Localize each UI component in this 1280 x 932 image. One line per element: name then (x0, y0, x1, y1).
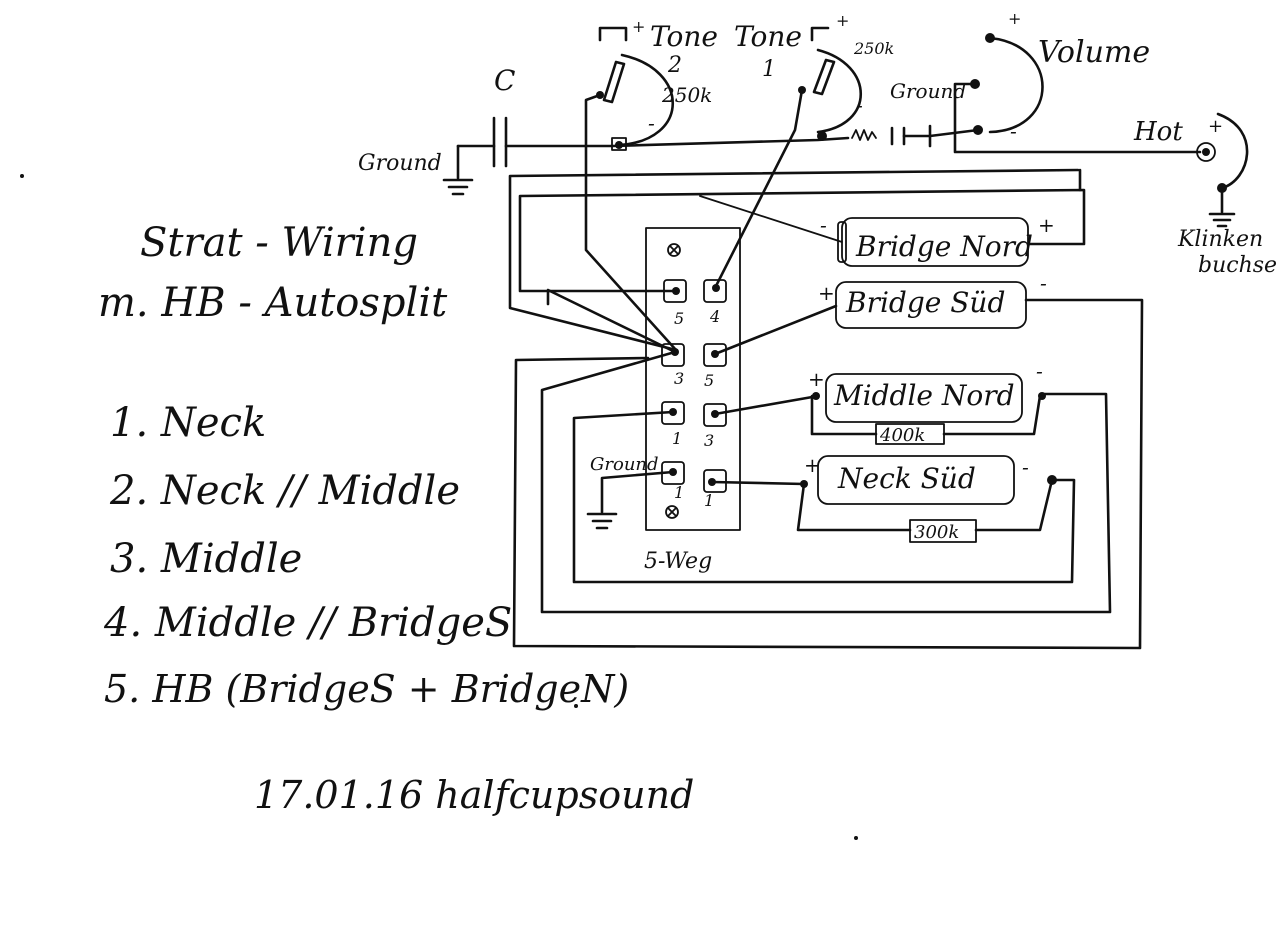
ground-symbol (442, 144, 474, 196)
plus-sign: + (804, 453, 821, 477)
middle-north-label: Middle Nord (833, 379, 1015, 412)
minus-sign: - (1022, 455, 1029, 479)
tone-2-pot (596, 26, 674, 151)
switch-lug-label: 4 (709, 307, 720, 326)
volume-label: Volume (1038, 35, 1150, 70)
switch-label: 5-Weg (644, 549, 712, 574)
tone-2-number: 2 (667, 53, 682, 78)
minus-sign: - (856, 93, 863, 117)
volume-pot (970, 33, 1044, 135)
tone-1-value: 250k (853, 39, 894, 58)
plus-sign: + (818, 281, 835, 305)
plus-sign: + (836, 11, 849, 30)
bridge-south-label: Bridge Süd (845, 286, 1005, 319)
minus-sign: - (820, 213, 827, 237)
switch-lug-label: 3 (674, 369, 684, 388)
capacitor-label: C (494, 64, 515, 97)
minus-sign: - (1036, 359, 1043, 383)
left-ground-label: Ground (358, 151, 442, 176)
plus-sign: + (1038, 213, 1055, 237)
switch-ground-label: Ground (590, 454, 659, 475)
tone-1-number: 1 (762, 57, 776, 82)
tone-2-label: Tone (650, 20, 718, 53)
volume-ground-label: Ground (890, 79, 966, 103)
footer-date: 17.01.16 halfcupsound (254, 773, 694, 817)
switch-lug-label: 5 (674, 309, 684, 328)
switch-lug-label: 1 (672, 429, 682, 448)
five-way-switch (645, 227, 741, 531)
plus-sign: + (1208, 116, 1223, 137)
plus-sign: + (808, 367, 825, 391)
jack-hot-label: Hot (1133, 117, 1183, 147)
output-jack (1196, 112, 1249, 228)
plus-sign: + (632, 17, 645, 36)
switch-lug-label: 1 (704, 491, 714, 510)
position-4: 4. Middle // BridgeS (103, 600, 512, 646)
position-3: 3. Middle (110, 536, 302, 582)
minus-sign: - (648, 111, 655, 135)
capacitor (492, 116, 508, 168)
neck-south-label: Neck Süd (837, 462, 976, 495)
position-5: 5. HB (BridgeS + BridgeN) (104, 667, 629, 711)
switch-lug-label: 1 (674, 483, 684, 502)
switch-lug-label: 3 (704, 431, 714, 450)
bridge-north-label: Bridge Nord (855, 230, 1033, 263)
minus-sign: - (1010, 119, 1017, 143)
resistor-400k-label: 400k (879, 425, 925, 446)
position-2: 2. Neck // Middle (109, 468, 460, 514)
middle-north-pickup (825, 373, 1023, 423)
resistor-300k-label: 300k (914, 522, 959, 543)
neck-south-pickup (817, 455, 1015, 505)
switch-lug-label: 5 (704, 371, 714, 390)
tone-2-value: 250k (661, 83, 712, 107)
plus-sign: + (1008, 9, 1021, 28)
position-1: 1. Neck (110, 400, 266, 446)
tone-1-pot (798, 26, 863, 141)
tone-1-label: Tone (734, 20, 802, 53)
minus-sign: - (1040, 271, 1047, 295)
jack-sleeve-label-1: Klinken (1177, 227, 1263, 252)
jack-sleeve-label-2: buchse (1198, 253, 1277, 278)
title-line-2: m. HB - Autosplit (98, 280, 448, 326)
title-line-1: Strat - Wiring (140, 220, 418, 266)
